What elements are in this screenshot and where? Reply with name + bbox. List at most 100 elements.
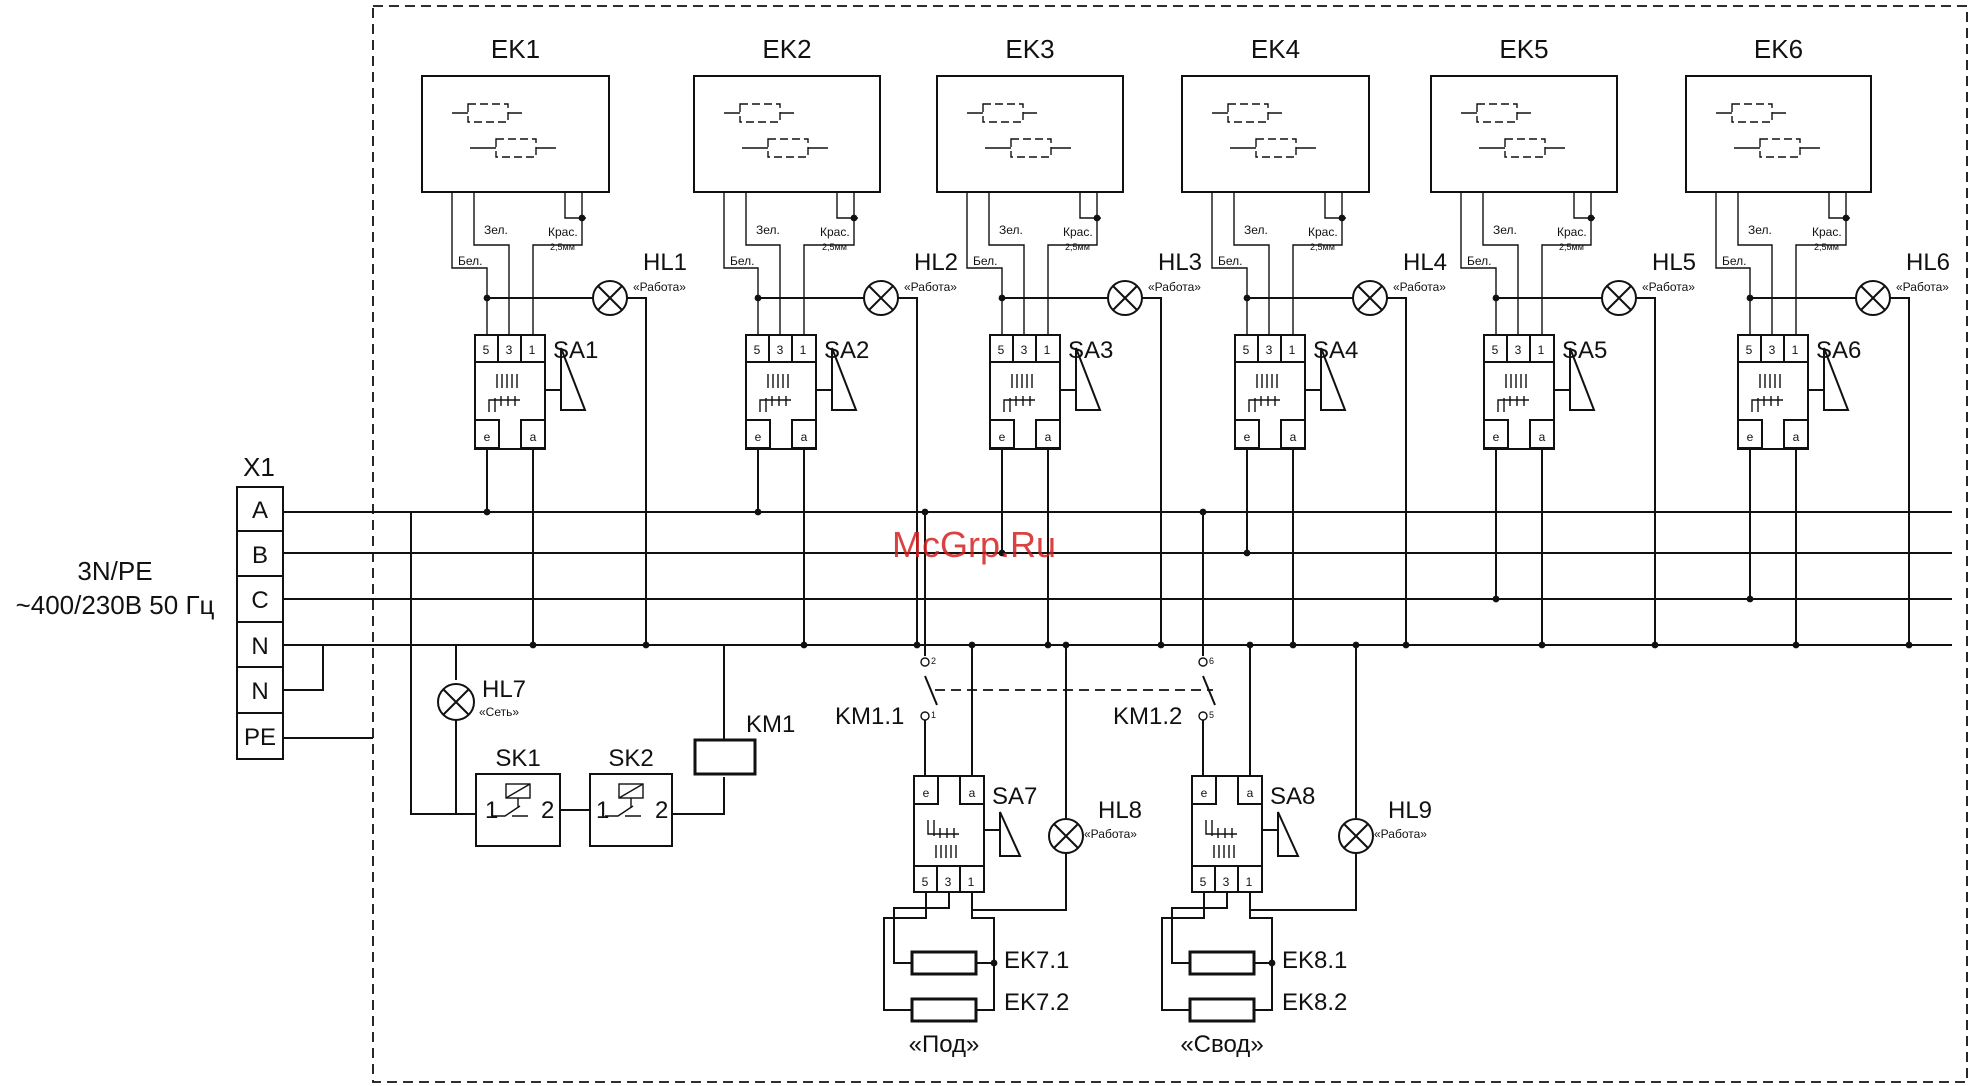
lamp-hl1 [592, 280, 628, 316]
svg-text:1: 1 [1246, 875, 1253, 889]
wire-label-white: Бел. [1722, 254, 1747, 268]
wire-label-red: Крас. [548, 225, 578, 239]
heater-ek8.2 [1188, 997, 1256, 1023]
terminal-n2: N [251, 678, 268, 705]
svg-text:3: 3 [945, 875, 952, 889]
wire-label-white: Бел. [730, 254, 755, 268]
svg-text:e: e [1201, 786, 1208, 800]
hl8-label: HL8 [1098, 797, 1142, 824]
svg-text:5: 5 [1243, 343, 1250, 357]
svg-text:e: e [1493, 430, 1500, 444]
watermark: McGrp.Ru [892, 524, 1056, 565]
km1-label: KM1 [746, 711, 795, 738]
ek7.1-label: EK7.1 [1004, 947, 1069, 974]
sk2-pin2: 2 [655, 797, 668, 824]
hl7-caption: «Сеть» [479, 705, 519, 719]
contact-label: KM1.1 [835, 703, 904, 730]
svg-text:3: 3 [1223, 875, 1230, 889]
sa2-label: SA2 [824, 337, 869, 364]
sk1-pin2: 2 [541, 797, 554, 824]
sk1-pin1: 1 [485, 797, 498, 824]
wire-label-white: Бел. [458, 254, 483, 268]
thermostat-sk1: 1 2 [475, 773, 561, 847]
ek6-label: EK6 [1754, 34, 1803, 64]
lamp-hl9 [1338, 818, 1374, 854]
sa7-label: SA7 [992, 783, 1037, 810]
hl6-label: HL6 [1906, 249, 1950, 276]
supply-spec-line1: 3N/PE [77, 556, 152, 586]
wire-label-red-size: 2,5мм [822, 242, 847, 252]
svg-text:a: a [1539, 430, 1546, 444]
wire-label-green: Зел. [1748, 223, 1772, 237]
svg-text:a: a [801, 430, 808, 444]
svg-text:3: 3 [1515, 343, 1522, 357]
wire-label-red: Крас. [820, 225, 850, 239]
hl5-caption: «Работа» [1642, 280, 1695, 294]
svg-text:5: 5 [1492, 343, 1499, 357]
hl7-label: HL7 [482, 676, 526, 703]
heater-ek4 [1181, 75, 1370, 193]
wire-label-red: Крас. [1557, 225, 1587, 239]
hl1-caption: «Работа» [633, 280, 686, 294]
x1-label: X1 [243, 452, 275, 482]
hl4-label: HL4 [1403, 249, 1447, 276]
svg-text:3: 3 [1769, 343, 1776, 357]
hl4-caption: «Работа» [1393, 280, 1446, 294]
svg-text:3: 3 [1021, 343, 1028, 357]
sa5-label: SA5 [1562, 337, 1607, 364]
contact-bottom-pin: 1 [931, 710, 936, 720]
svg-text:e: e [1244, 430, 1251, 444]
wire-label-red-size: 2,5мм [1814, 242, 1839, 252]
sk2-pin1: 1 [596, 797, 609, 824]
terminal-pe: PE [244, 724, 276, 751]
heater-ek3 [936, 75, 1124, 193]
lamp-hl3 [1107, 280, 1143, 316]
control-circuit: HL7 «Сеть» 1 2 SK1 1 2 SK2 KM1 [410, 512, 795, 847]
svg-text:a: a [530, 430, 537, 444]
hl9-caption: «Работа» [1374, 827, 1427, 841]
ek1-label: EK1 [491, 34, 540, 64]
ek5-label: EK5 [1499, 34, 1548, 64]
hl3-label: HL3 [1158, 249, 1202, 276]
contact-label: KM1.2 [1113, 703, 1182, 730]
enclosure-boundary [372, 5, 1968, 1083]
lamp-hl8 [1048, 818, 1084, 854]
svg-text:5: 5 [1200, 875, 1207, 889]
svg-text:1: 1 [1289, 343, 1296, 357]
svg-text:e: e [999, 430, 1006, 444]
svg-text:3: 3 [777, 343, 784, 357]
wire-label-red: Крас. [1308, 225, 1338, 239]
terminal-b: B [252, 542, 268, 569]
contact-bottom-pin: 5 [1209, 710, 1214, 720]
svg-text:a: a [1793, 430, 1800, 444]
heater-ek1 [421, 75, 610, 193]
svg-text:1: 1 [529, 343, 536, 357]
svg-text:1: 1 [968, 875, 975, 889]
lamp-hl4 [1352, 280, 1388, 316]
svg-text:a: a [1247, 786, 1254, 800]
svg-text:5: 5 [922, 875, 929, 889]
wire-label-white: Бел. [1218, 254, 1243, 268]
sk1-label: SK1 [495, 745, 540, 772]
wire-label-green: Зел. [484, 223, 508, 237]
supply-spec-line2: ~400/230В 50 Гц [16, 590, 215, 620]
svg-text:e: e [1747, 430, 1754, 444]
wire-label-white: Бел. [973, 254, 998, 268]
svg-text:5: 5 [1746, 343, 1753, 357]
sa8-label: SA8 [1270, 783, 1315, 810]
svg-text:3: 3 [506, 343, 513, 357]
svg-text:3: 3 [1266, 343, 1273, 357]
hl2-label: HL2 [914, 249, 958, 276]
lamp-hl6 [1855, 280, 1891, 316]
wire-label-red-size: 2,5мм [1559, 242, 1584, 252]
wire-label-red-size: 2,5мм [1310, 242, 1335, 252]
sa4-label: SA4 [1313, 337, 1358, 364]
lower-group-caption: «Под» [909, 1031, 980, 1058]
